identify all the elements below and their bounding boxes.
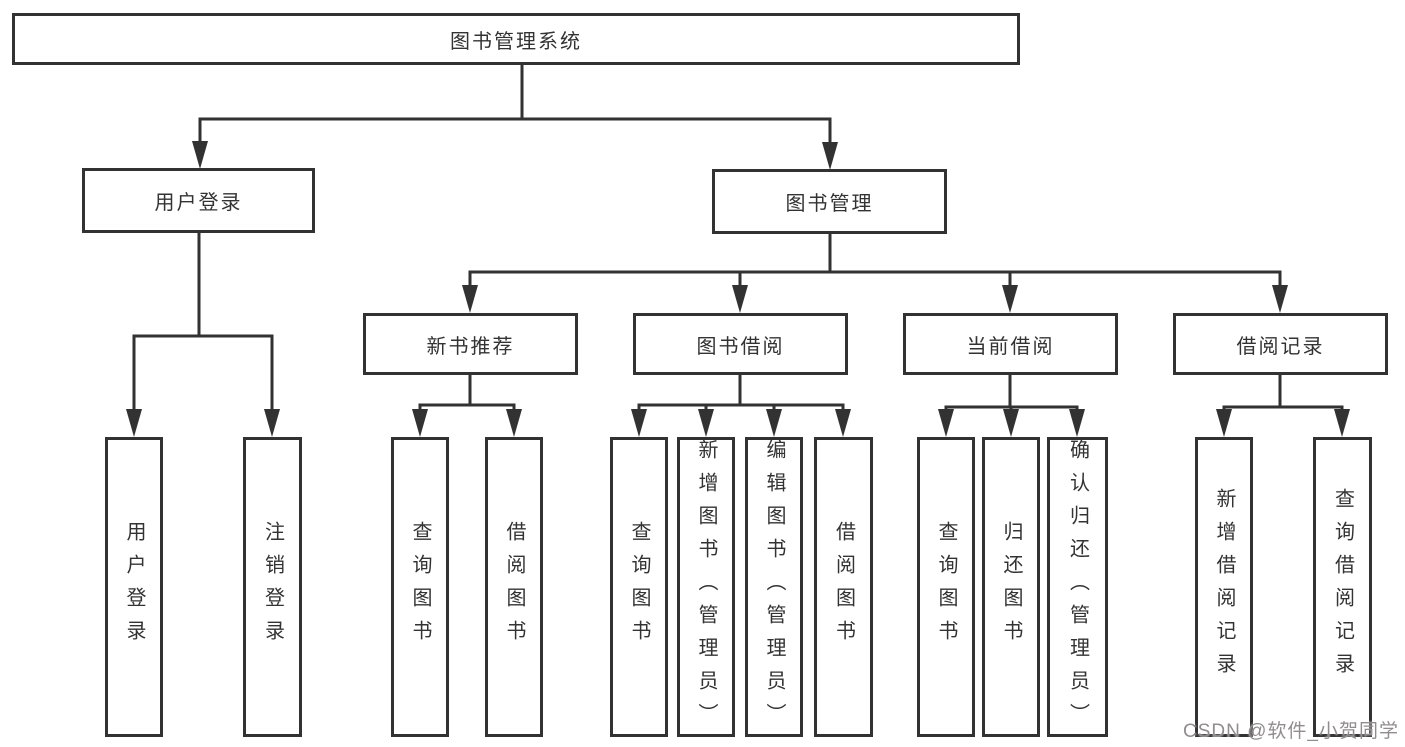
leaf-add-borrow-record: 新增借阅记录 bbox=[1195, 437, 1253, 737]
leaf-label: 查询图书 bbox=[935, 521, 957, 653]
node-book-borrow: 图书借阅 bbox=[633, 313, 848, 375]
leaf-borrow-books-1: 借阅图书 bbox=[485, 437, 543, 737]
node-label: 图书借阅 bbox=[696, 335, 785, 358]
leaf-label: 查询图书 bbox=[628, 521, 650, 653]
node-label: 借阅记录 bbox=[1236, 335, 1325, 358]
leaf-return-books: 归还图书 bbox=[982, 437, 1040, 737]
node-label: 图书管理系统 bbox=[450, 30, 582, 53]
leaf-confirm-return-admin: 确认归还（管理员） bbox=[1047, 437, 1108, 737]
arrowheads bbox=[126, 141, 1350, 437]
leaf-query-books-1: 查询图书 bbox=[391, 437, 449, 737]
csdn-watermark: CSDN @软件_小贺同学 bbox=[1183, 721, 1399, 742]
leaf-logout: 注销登录 bbox=[243, 437, 302, 737]
node-library-system: 图书管理系统 bbox=[12, 13, 1020, 65]
node-new-book-recommend: 新书推荐 bbox=[363, 313, 578, 375]
leaf-edit-books-admin: 编辑图书（管理员） bbox=[745, 437, 803, 737]
leaf-label: 注销登录 bbox=[261, 521, 284, 653]
leaf-borrow-books-2: 借阅图书 bbox=[814, 437, 873, 737]
leaf-query-borrow-record: 查询借阅记录 bbox=[1313, 437, 1372, 737]
leaf-query-books-2: 查询图书 bbox=[610, 437, 668, 737]
node-current-borrow: 当前借阅 bbox=[903, 313, 1118, 375]
leaf-label: 借阅图书 bbox=[503, 521, 525, 653]
node-label: 当前借阅 bbox=[966, 335, 1055, 358]
node-user-login: 用户登录 bbox=[82, 168, 315, 233]
leaf-label: 归还图书 bbox=[1000, 521, 1022, 653]
leaf-label: 借阅图书 bbox=[832, 521, 855, 653]
node-label: 新书推荐 bbox=[426, 335, 515, 358]
leaf-label: 新增借阅记录 bbox=[1213, 488, 1235, 686]
node-book-management: 图书管理 bbox=[712, 169, 947, 234]
leaf-add-books-admin: 新增图书（管理员） bbox=[677, 437, 735, 737]
leaf-label: 查询借阅记录 bbox=[1331, 488, 1354, 686]
node-borrow-records: 借阅记录 bbox=[1173, 313, 1388, 375]
leaf-label: 新增图书（管理员） bbox=[695, 438, 717, 736]
node-label: 图书管理 bbox=[785, 193, 874, 215]
leaf-label: 确认归还（管理员） bbox=[1066, 438, 1089, 736]
leaf-label: 用户登录 bbox=[123, 521, 145, 653]
leaf-label: 查询图书 bbox=[409, 521, 431, 653]
leaf-query-books-3: 查询图书 bbox=[917, 437, 975, 737]
leaf-label: 编辑图书（管理员） bbox=[763, 438, 785, 736]
node-label: 用户登录 bbox=[154, 192, 243, 214]
leaf-user-login: 用户登录 bbox=[105, 437, 163, 737]
